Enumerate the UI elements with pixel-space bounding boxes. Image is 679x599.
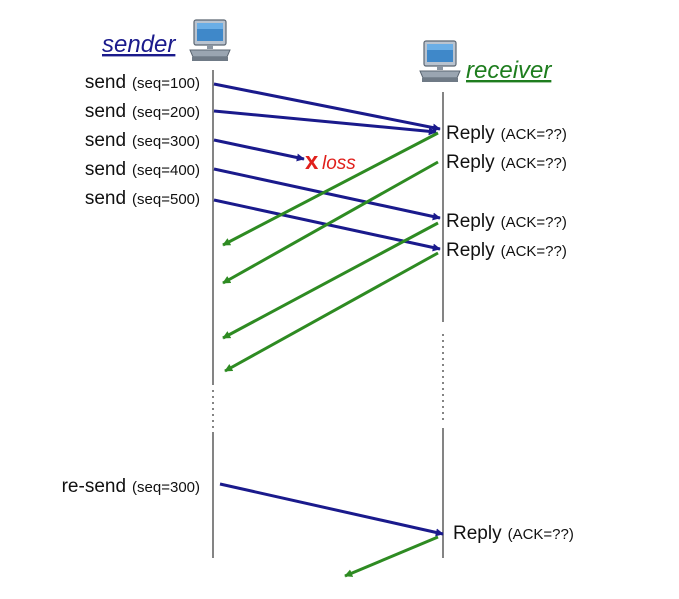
reply-arrows [222, 131, 439, 578]
reply-arrow-2 [222, 160, 439, 285]
send-label-2: send(seq=200) [85, 101, 200, 122]
resend-arrow [219, 482, 444, 537]
reply-label-2: Reply(ACK=??) [446, 152, 567, 173]
send-label-1: send(seq=100) [85, 72, 200, 93]
reply-arrow-5 [344, 535, 439, 578]
reply-label-5: Reply(ACK=??) [453, 523, 574, 544]
reply-label-1: Reply(ACK=??) [446, 123, 567, 144]
resend-label: re-send(seq=300) [62, 476, 200, 497]
reply-arrow-4 [224, 251, 439, 373]
receiver-computer-icon [419, 40, 461, 83]
reply-arrow-1 [222, 131, 439, 247]
loss-x-mark: x [305, 148, 319, 175]
send-label-3: send(seq=300) [85, 130, 200, 151]
sender-computer-icon [189, 19, 231, 62]
send-arrow-2 [213, 109, 437, 136]
send-label-4: send(seq=400) [85, 159, 200, 180]
reply-label-3: Reply(ACK=??) [446, 211, 567, 232]
send-arrow-1 [213, 82, 441, 132]
loss-label: loss [322, 153, 356, 174]
reply-label-4: Reply(ACK=??) [446, 240, 567, 261]
send-arrows [213, 82, 444, 537]
send-label-5: send(seq=500) [85, 188, 200, 209]
sender-label: sender [102, 31, 176, 58]
send-arrow-4 [213, 167, 441, 221]
reply-arrow-3 [222, 221, 439, 340]
send-arrow-3-lost [213, 138, 305, 162]
receiver-label: receiver [466, 57, 552, 84]
